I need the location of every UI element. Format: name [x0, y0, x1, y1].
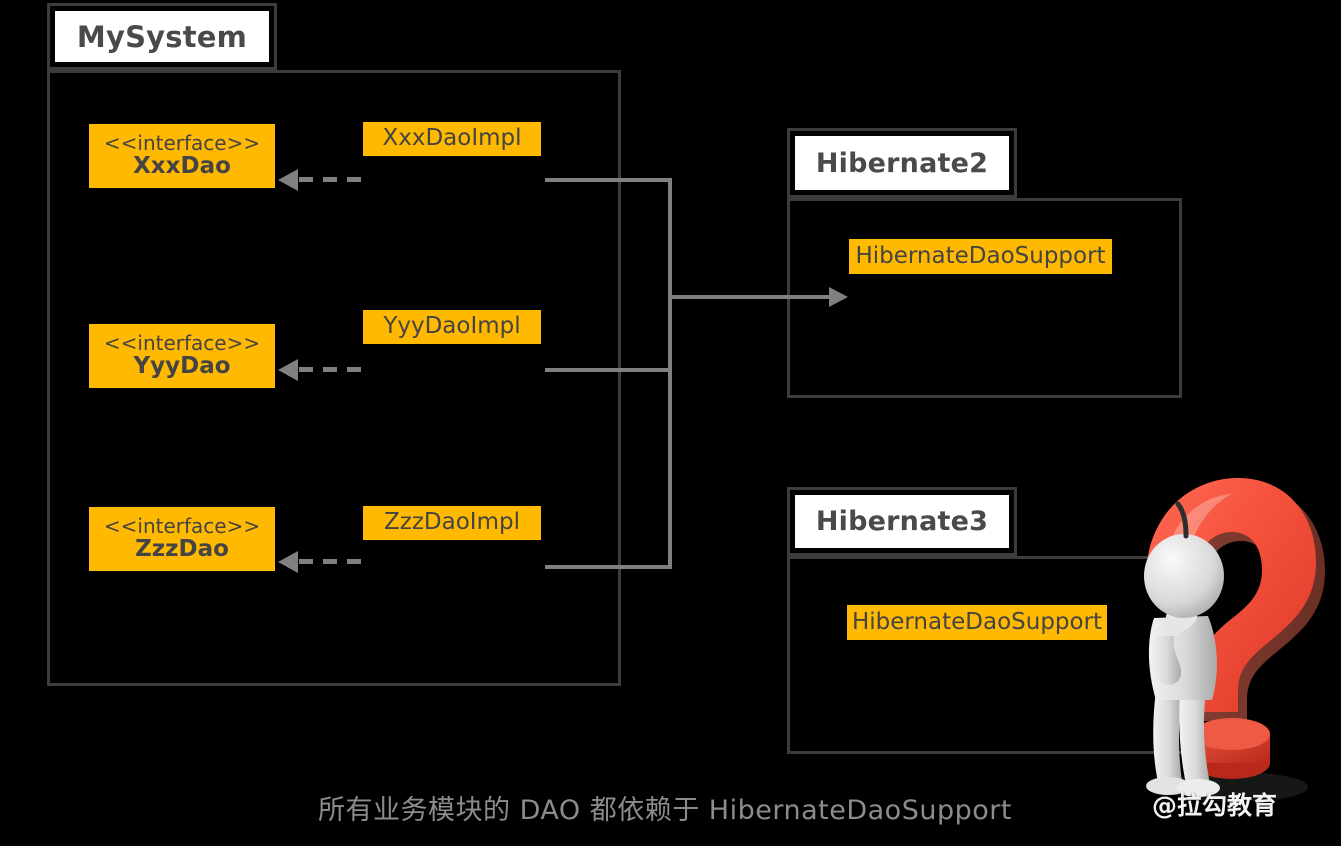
interface-box-zzzdao[interactable]: <<interface>> ZzzDao: [89, 507, 275, 571]
class-box-zzzdaoimpl[interactable]: ZzzDaoImpl: [363, 506, 541, 540]
interface-name-yyydao: YyyDao: [133, 353, 231, 380]
package-tab-inner-mysystem: MySystem: [55, 11, 269, 62]
realization-dashes-xxxdao: [299, 177, 363, 182]
package-body-hibernate2: [787, 198, 1182, 398]
package-tab-inner-hibernate3: Hibernate3: [795, 495, 1009, 548]
caption-text: 所有业务模块的 DAO 都依赖于 HibernateDaoSupport: [318, 795, 1012, 826]
figure-head: [1144, 534, 1224, 618]
thinking-figure-icon: [1144, 501, 1224, 797]
interface-stereotype-xxxdao: <<interface>>: [103, 130, 261, 155]
class-box-yyydaoimpl[interactable]: YyyDaoImpl: [363, 310, 541, 344]
dependency-arrow-head: [829, 287, 848, 307]
package-tab-inner-hibernate2: Hibernate2: [795, 136, 1009, 190]
figure-arm-lower: [1150, 636, 1182, 685]
figure-leg-front: [1179, 692, 1210, 784]
package-title-hibernate2: Hibernate2: [815, 147, 989, 179]
package-tab-mysystem: MySystem: [47, 3, 277, 70]
package-title-hibernate3: Hibernate3: [815, 506, 989, 537]
interface-stereotype-zzzdao: <<interface>>: [103, 513, 261, 538]
interface-name-zzzdao: ZzzDao: [135, 536, 229, 563]
realization-dashes-yyydao: [299, 367, 363, 372]
class-box-hibernatedaosupport-h2[interactable]: HibernateDaoSupport: [849, 239, 1112, 274]
question-mark-icon: [1144, 478, 1325, 802]
class-box-hibernatedaosupport-h3[interactable]: HibernateDaoSupport: [847, 605, 1107, 640]
package-tab-hibernate3: Hibernate3: [787, 487, 1017, 556]
dependency-stub-yyy: [545, 368, 672, 372]
question-mark-mascot: [1128, 470, 1341, 815]
realization-arrowhead-yyydao: [278, 359, 298, 381]
dependency-stub-zzz: [545, 565, 672, 569]
dependency-arrow-line: [668, 295, 831, 299]
figure-leg-back: [1153, 690, 1182, 782]
figure-antenna: [1175, 501, 1189, 539]
interface-box-xxxdao[interactable]: <<interface>> XxxDao: [89, 124, 275, 188]
class-box-xxxdaoimpl[interactable]: XxxDaoImpl: [363, 122, 541, 156]
dependency-stub-xxx: [545, 178, 672, 182]
package-body-hibernate3: [787, 556, 1186, 754]
dependency-bus-line: [668, 178, 672, 569]
realization-arrowhead-zzzdao: [278, 551, 298, 573]
watermark-text: @拉勾教育: [1152, 791, 1278, 820]
question-mark-dot-top: [1194, 718, 1270, 750]
realization-arrowhead-xxxdao: [278, 169, 298, 191]
interface-name-xxxdao: XxxDao: [133, 153, 231, 180]
interface-box-yyydao[interactable]: <<interface>> YyyDao: [89, 324, 275, 388]
realization-dashes-zzzdao: [299, 559, 363, 564]
interface-stereotype-yyydao: <<interface>>: [103, 330, 261, 355]
package-title-mysystem: MySystem: [76, 19, 248, 54]
figure-foot-front: [1176, 779, 1220, 797]
package-tab-hibernate2: Hibernate2: [787, 128, 1017, 198]
